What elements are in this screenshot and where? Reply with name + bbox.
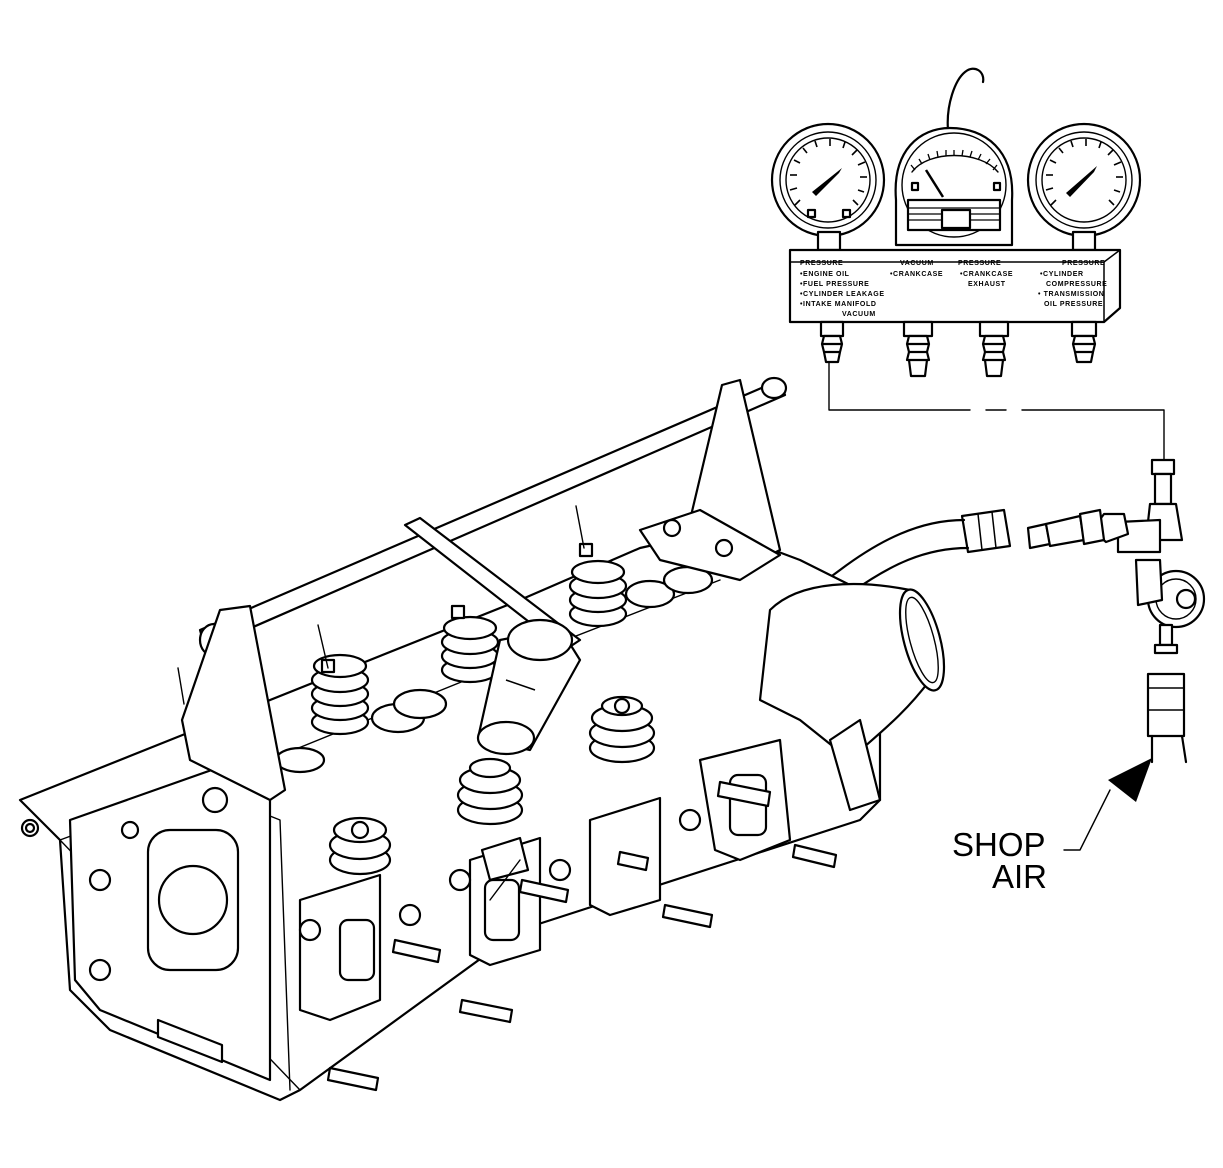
panel-col1-header: PRESSURE: [800, 260, 843, 267]
panel-col4-item: COMPRESSURE: [1046, 281, 1107, 288]
hose-break-line: [828, 361, 1165, 461]
shop-air-callout: SHOP AIR: [952, 758, 1152, 895]
panel-col3-item: EXHAUST: [968, 281, 1006, 288]
vacuum-gauge-center-icon: [894, 126, 1014, 247]
hose-fittings: [819, 320, 1098, 378]
hanger-hook: [946, 67, 985, 132]
manifold-studs: [326, 780, 838, 1092]
valve-spring-compressor-tool: [180, 376, 788, 802]
pressure-gauge-right-icon: [1026, 122, 1142, 252]
leader-line: [575, 505, 585, 549]
panel-col1-item: •ENGINE OIL: [800, 271, 850, 278]
leader-line: [489, 859, 521, 901]
panel-col3-item: •CRANKCASE: [960, 271, 1013, 278]
panel-col1-item: •INTAKE MANIFOLD: [800, 301, 876, 308]
panel-col4-item: •CYLINDER: [1040, 271, 1084, 278]
panel-col4-header: PRESSURE: [1062, 260, 1105, 267]
panel-col1-item: VACUUM: [842, 311, 876, 318]
callout-label-line1: SHOP: [952, 826, 1046, 863]
panel-col4-item: OIL PRESSURE: [1044, 301, 1103, 308]
pressure-gauge-left-icon: [770, 122, 886, 252]
leader-line: [177, 667, 185, 705]
leader-line: [317, 624, 329, 669]
arrow-icon: [1108, 758, 1152, 802]
air-regulator-assembly: [1090, 458, 1206, 764]
head-end-face: [20, 758, 272, 1082]
valve-springs: [274, 542, 714, 876]
panel-col1-item: •CYLINDER LEAKAGE: [800, 291, 885, 298]
panel-col4-item: • TRANSMISSION: [1038, 291, 1104, 298]
gauge-manifold-panel: PRESSURE •ENGINE OIL •FUEL PRESSURE •CYL…: [788, 248, 1122, 324]
panel-col2-item: •CRANKCASE: [890, 271, 943, 278]
panel-col2-header: VACUUM: [900, 260, 934, 267]
manifold-outlet: [758, 582, 946, 812]
gauge-set: PRESSURE •ENGINE OIL •FUEL PRESSURE •CYL…: [770, 67, 1165, 461]
panel-col1-item: •FUEL PRESSURE: [800, 281, 869, 288]
cylinder-head: [18, 376, 946, 1102]
callout-label-line2: AIR: [992, 858, 1047, 895]
panel-col3-header: PRESSURE: [958, 260, 1001, 267]
